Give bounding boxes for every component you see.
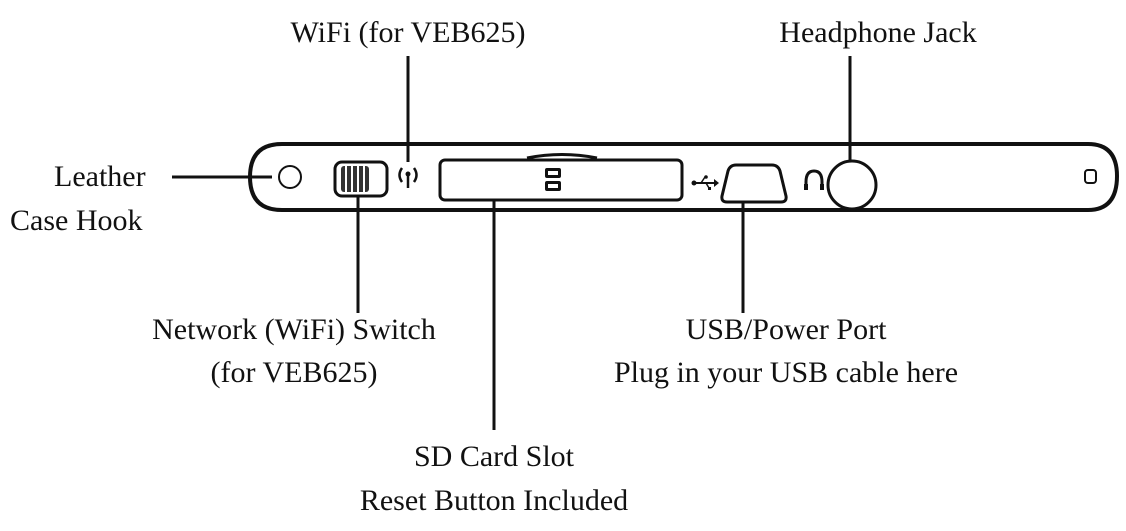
label-usb-line2: Plug in your USB cable here [613,356,959,389]
wifi-icon [398,167,418,188]
headphone-jack [826,159,878,211]
headphone-icon [804,169,824,190]
usb-icon [691,175,719,190]
label-usb-line1: USB/Power Port [685,313,887,346]
label-sd-line1: SD Card Slot [413,440,575,473]
label-network-line1: Network (WiFi) Switch [152,313,436,346]
label-leather-line2: Case Hook [10,204,143,237]
label-network-line2: (for VEB625) [210,356,378,389]
end-button [1084,169,1097,184]
sd-logo-icon [545,168,561,191]
network-switch [333,160,389,198]
label-leather-line1: Leather [54,160,146,193]
sd-card-slot [438,153,684,202]
usb-port [720,163,788,204]
case-hook-hole [278,165,302,189]
label-wifi: WiFi (for VEB625) [290,16,526,49]
label-sd-line2: Reset Button Included [359,484,629,517]
label-headphone-jack: Headphone Jack [779,16,977,49]
